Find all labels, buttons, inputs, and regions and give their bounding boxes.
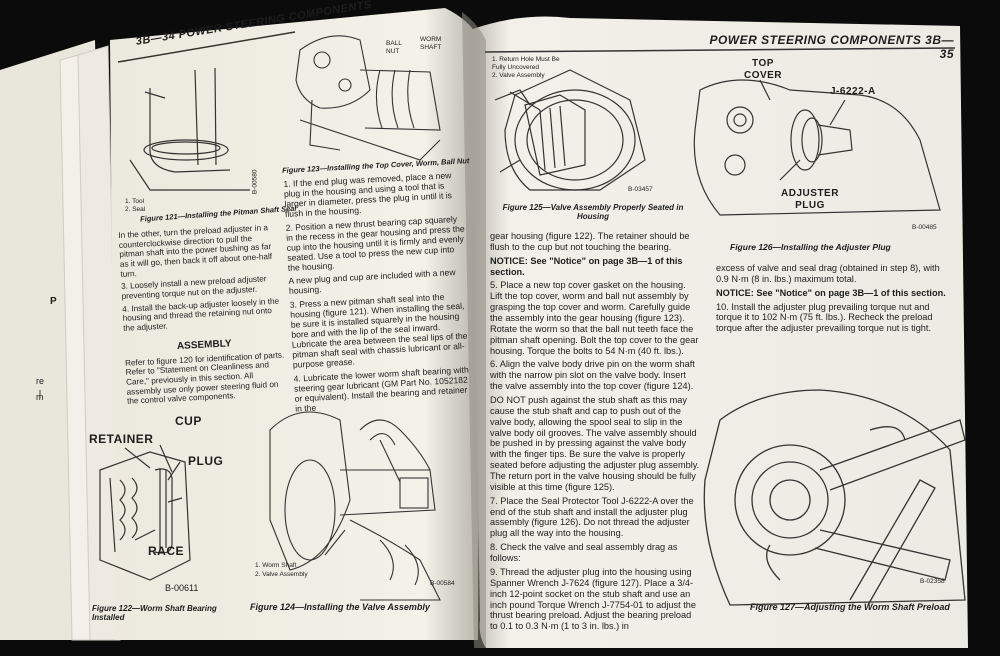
step-6: 6. Align the valve body drive pin on the… <box>490 359 695 392</box>
fig124-caption: Figure 124—Installing the Valve Assembly <box>250 602 430 612</box>
margin-mark-3: m <box>36 392 44 402</box>
fig126-caption: Figure 126—Installing the Adjuster Plug <box>730 242 891 252</box>
col2-step-3: 3. Press a new pitman shaft seal into th… <box>289 291 468 371</box>
step-7: 7. Place the Seal Protector Tool J-6222-… <box>490 495 694 539</box>
fig125-caption: Figure 125—Valve Assembly Properly Seate… <box>502 203 684 222</box>
do-not-note: DO NOT push against the stub shaft as th… <box>490 395 700 492</box>
fig126-code: B-00485 <box>912 224 937 231</box>
col2-step-2: 2. Position a new thrust bearing cap squ… <box>285 213 465 273</box>
fig124-callout-1: 1. Worm Shaft <box>255 562 297 569</box>
step-9: 9. Thread the adjuster plug into the hou… <box>490 566 697 632</box>
fig126-label-adjuster: ADJUSTER PLUG <box>781 188 839 211</box>
fig125-code: B-03457 <box>628 186 653 193</box>
left-column-1: In the other, turn the preload adjuster … <box>118 220 287 407</box>
notice-1: NOTICE: See "Notice" on page 3B—1 of thi… <box>490 255 683 277</box>
fig125-callout-2: 2. Valve Assembly <box>492 72 545 79</box>
fig122-label-retainer: RETAINER <box>89 432 154 446</box>
fig122-label-cup: CUP <box>175 414 202 428</box>
step-5: 5. Place a new top cover gasket on the h… <box>490 280 699 356</box>
col2-cont: excess of valve and seal drag (obtained … <box>716 263 940 284</box>
fig121-callout-2: 2. Seal <box>125 206 146 213</box>
fig122-label-race: RACE <box>148 544 185 558</box>
fig122-label-plug: PLUG <box>188 454 224 468</box>
notice-2: NOTICE: See "Notice" on page 3B—1 of thi… <box>716 287 946 298</box>
fig126-label-top-cover: TOP COVER <box>743 58 783 81</box>
para-cont: In the other, turn the preload adjuster … <box>118 223 273 279</box>
assembly-text: Refer to figure 120 for identification o… <box>124 349 285 406</box>
fig125-drawing <box>494 69 646 191</box>
step-4: 4. Install the back-up adjuster loosely … <box>122 296 280 333</box>
margin-mark-1: P <box>50 296 57 307</box>
fig125-callout-1: 1. Return Hole Must Be Fully Uncovered <box>492 56 560 71</box>
fig124-code: B-00584 <box>430 580 455 587</box>
fig122-caption: Figure 122—Worm Shaft Bearing Installed <box>92 604 217 623</box>
fig121-drawing <box>129 67 250 191</box>
fig122-drawing <box>99 444 191 581</box>
left-column-2: 1. If the end plug was removed, place a … <box>283 167 475 414</box>
col2-step-1: 1. If the end plug was removed, place a … <box>283 170 453 220</box>
margin-mark-2: re <box>36 376 45 386</box>
fig123-drawing <box>295 35 441 161</box>
right-page <box>470 16 968 648</box>
right-column-1: gear housing (figure 122). The retainer … <box>490 228 700 632</box>
fig126-label-tool: J-6222-A <box>830 86 876 97</box>
step-8: 8. Check the valve and seal assembly dra… <box>490 542 678 564</box>
fig126-drawing <box>693 79 941 216</box>
fig122-code: B-00611 <box>165 583 199 593</box>
right-page-header: POWER STEERING COMPONENTS 3B—35 <box>709 33 954 62</box>
fig127-caption: Figure 127—Adjusting the Worm Shaft Prel… <box>750 602 950 612</box>
col1-cont: gear housing (figure 122). The retainer … <box>490 231 690 252</box>
fig124-callout-2: 2. Valve Assembly <box>255 571 308 578</box>
fig121-code: B-00580 <box>251 169 259 195</box>
step-10: 10. Install the adjuster plug prevailing… <box>716 301 933 334</box>
fig124-drawing <box>269 411 441 601</box>
right-column-2: excess of valve and seal drag (obtained … <box>716 260 951 334</box>
fig127-drawing <box>703 389 966 606</box>
fig127-code: B-02358 <box>920 578 945 585</box>
left-page <box>110 8 480 640</box>
fig123-label-ball: BALL NUT <box>386 40 402 55</box>
fig121-callout-1: 1. Tool <box>125 198 145 205</box>
fig123-label-worm: WORM SHAFT <box>420 36 442 51</box>
